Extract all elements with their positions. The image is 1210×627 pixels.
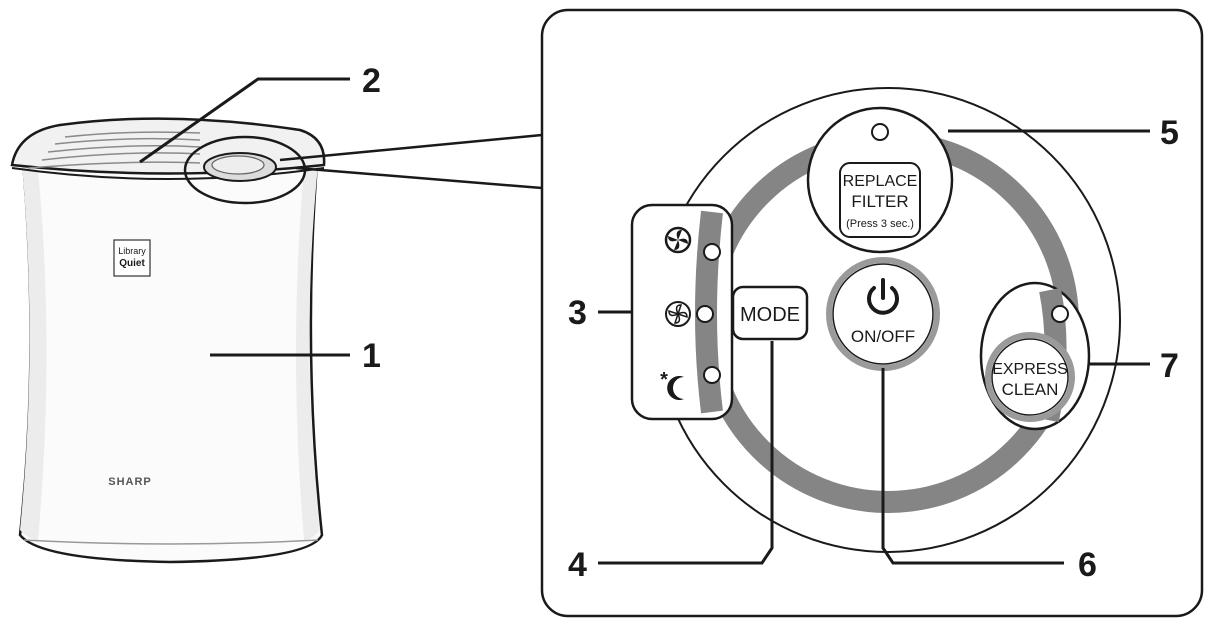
leader-line-2 — [139, 77, 350, 164]
replace-filter-button[interactable] — [839, 162, 921, 238]
brand-logo: SHARP — [108, 476, 152, 488]
air-purifier-unit: Library Quiet SHARP — [10, 117, 326, 564]
mode-button-label: MODE — [740, 304, 800, 326]
moon-icon[interactable] — [667, 376, 684, 400]
purifier-base — [23, 539, 319, 545]
badge-line-2: Quiet — [119, 258, 145, 269]
callout-4: 4 — [568, 546, 587, 584]
express-clean-indicator — [1051, 305, 1069, 323]
zoom-connector-bottom — [295, 166, 543, 190]
night-indicator — [703, 366, 721, 384]
library-quiet-badge — [113, 239, 151, 277]
fan-low-indicator — [696, 305, 714, 323]
callout-5: 5 — [1160, 114, 1179, 152]
callout-7: 7 — [1160, 347, 1179, 385]
zoom-circle — [183, 135, 307, 205]
callout-6: 6 — [1078, 546, 1097, 584]
fan-high-icon[interactable] — [664, 226, 692, 254]
purifier-top-rim — [11, 167, 325, 180]
control-panel-small-inner — [211, 155, 265, 175]
express-clean-line-2: CLEAN — [1002, 380, 1059, 399]
night-mode-mark: * — [660, 369, 668, 391]
zoom-connector-top — [279, 133, 543, 162]
fan-low-icon[interactable] — [665, 301, 691, 327]
mode-button[interactable] — [731, 285, 809, 341]
replace-filter-line-2: FILTER — [851, 192, 908, 211]
power-button-label: ON/OFF — [851, 327, 915, 346]
callout-2: 2 — [362, 62, 381, 100]
express-clean-button[interactable] — [991, 338, 1069, 416]
badge-line-1: Library — [118, 246, 146, 256]
replace-filter-line-3: (Press 3 sec.) — [846, 218, 914, 230]
purifier-left-shade — [20, 165, 47, 540]
power-icon — [867, 278, 899, 315]
fan-high-indicator — [703, 243, 721, 261]
leader-line-4 — [598, 341, 774, 565]
replace-filter-line-1: REPLACE — [843, 173, 918, 190]
leader-line-6 — [881, 368, 1064, 565]
replace-filter-indicator — [871, 123, 889, 141]
callout-3: 3 — [568, 294, 587, 332]
callout-1: 1 — [362, 337, 381, 375]
express-clean-line-1: EXPRESS — [992, 361, 1068, 378]
purifier-right-shade — [296, 165, 320, 540]
